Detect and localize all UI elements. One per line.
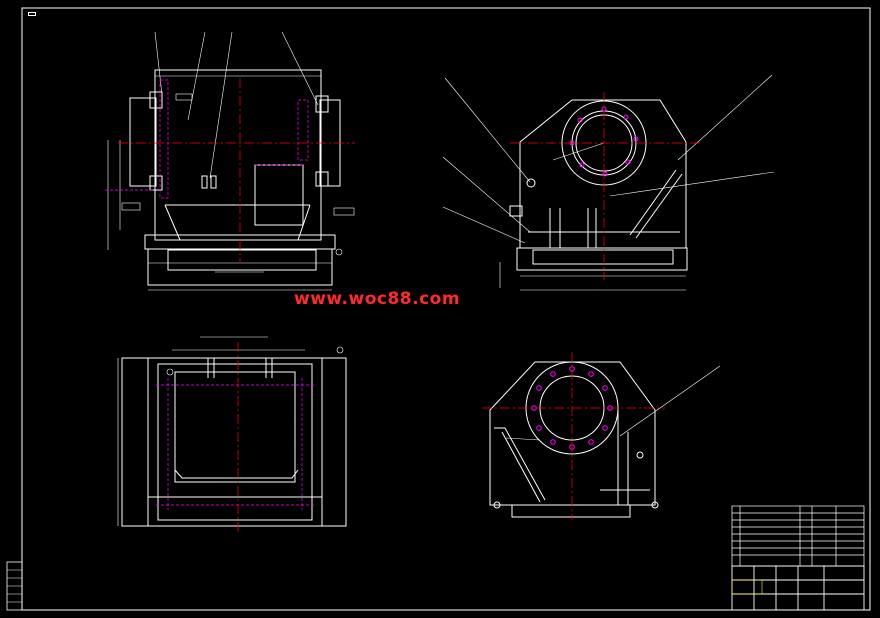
technical-notes — [734, 410, 756, 412]
top-view — [117, 336, 347, 527]
front-section-centerlines — [118, 78, 355, 262]
front-section-view — [107, 31, 355, 291]
end-view-a-centerlines — [510, 92, 700, 280]
sheet-border — [21, 7, 871, 611]
end-view-b-centerlines — [482, 352, 665, 520]
title-block — [731, 565, 865, 611]
front-section-hidden — [105, 79, 309, 199]
top-view-hidden — [156, 378, 316, 510]
drawing-code-tag — [28, 12, 36, 16]
parts-list — [731, 505, 865, 567]
end-view-a — [442, 74, 775, 291]
watermark: www.woc88.com — [294, 289, 461, 309]
